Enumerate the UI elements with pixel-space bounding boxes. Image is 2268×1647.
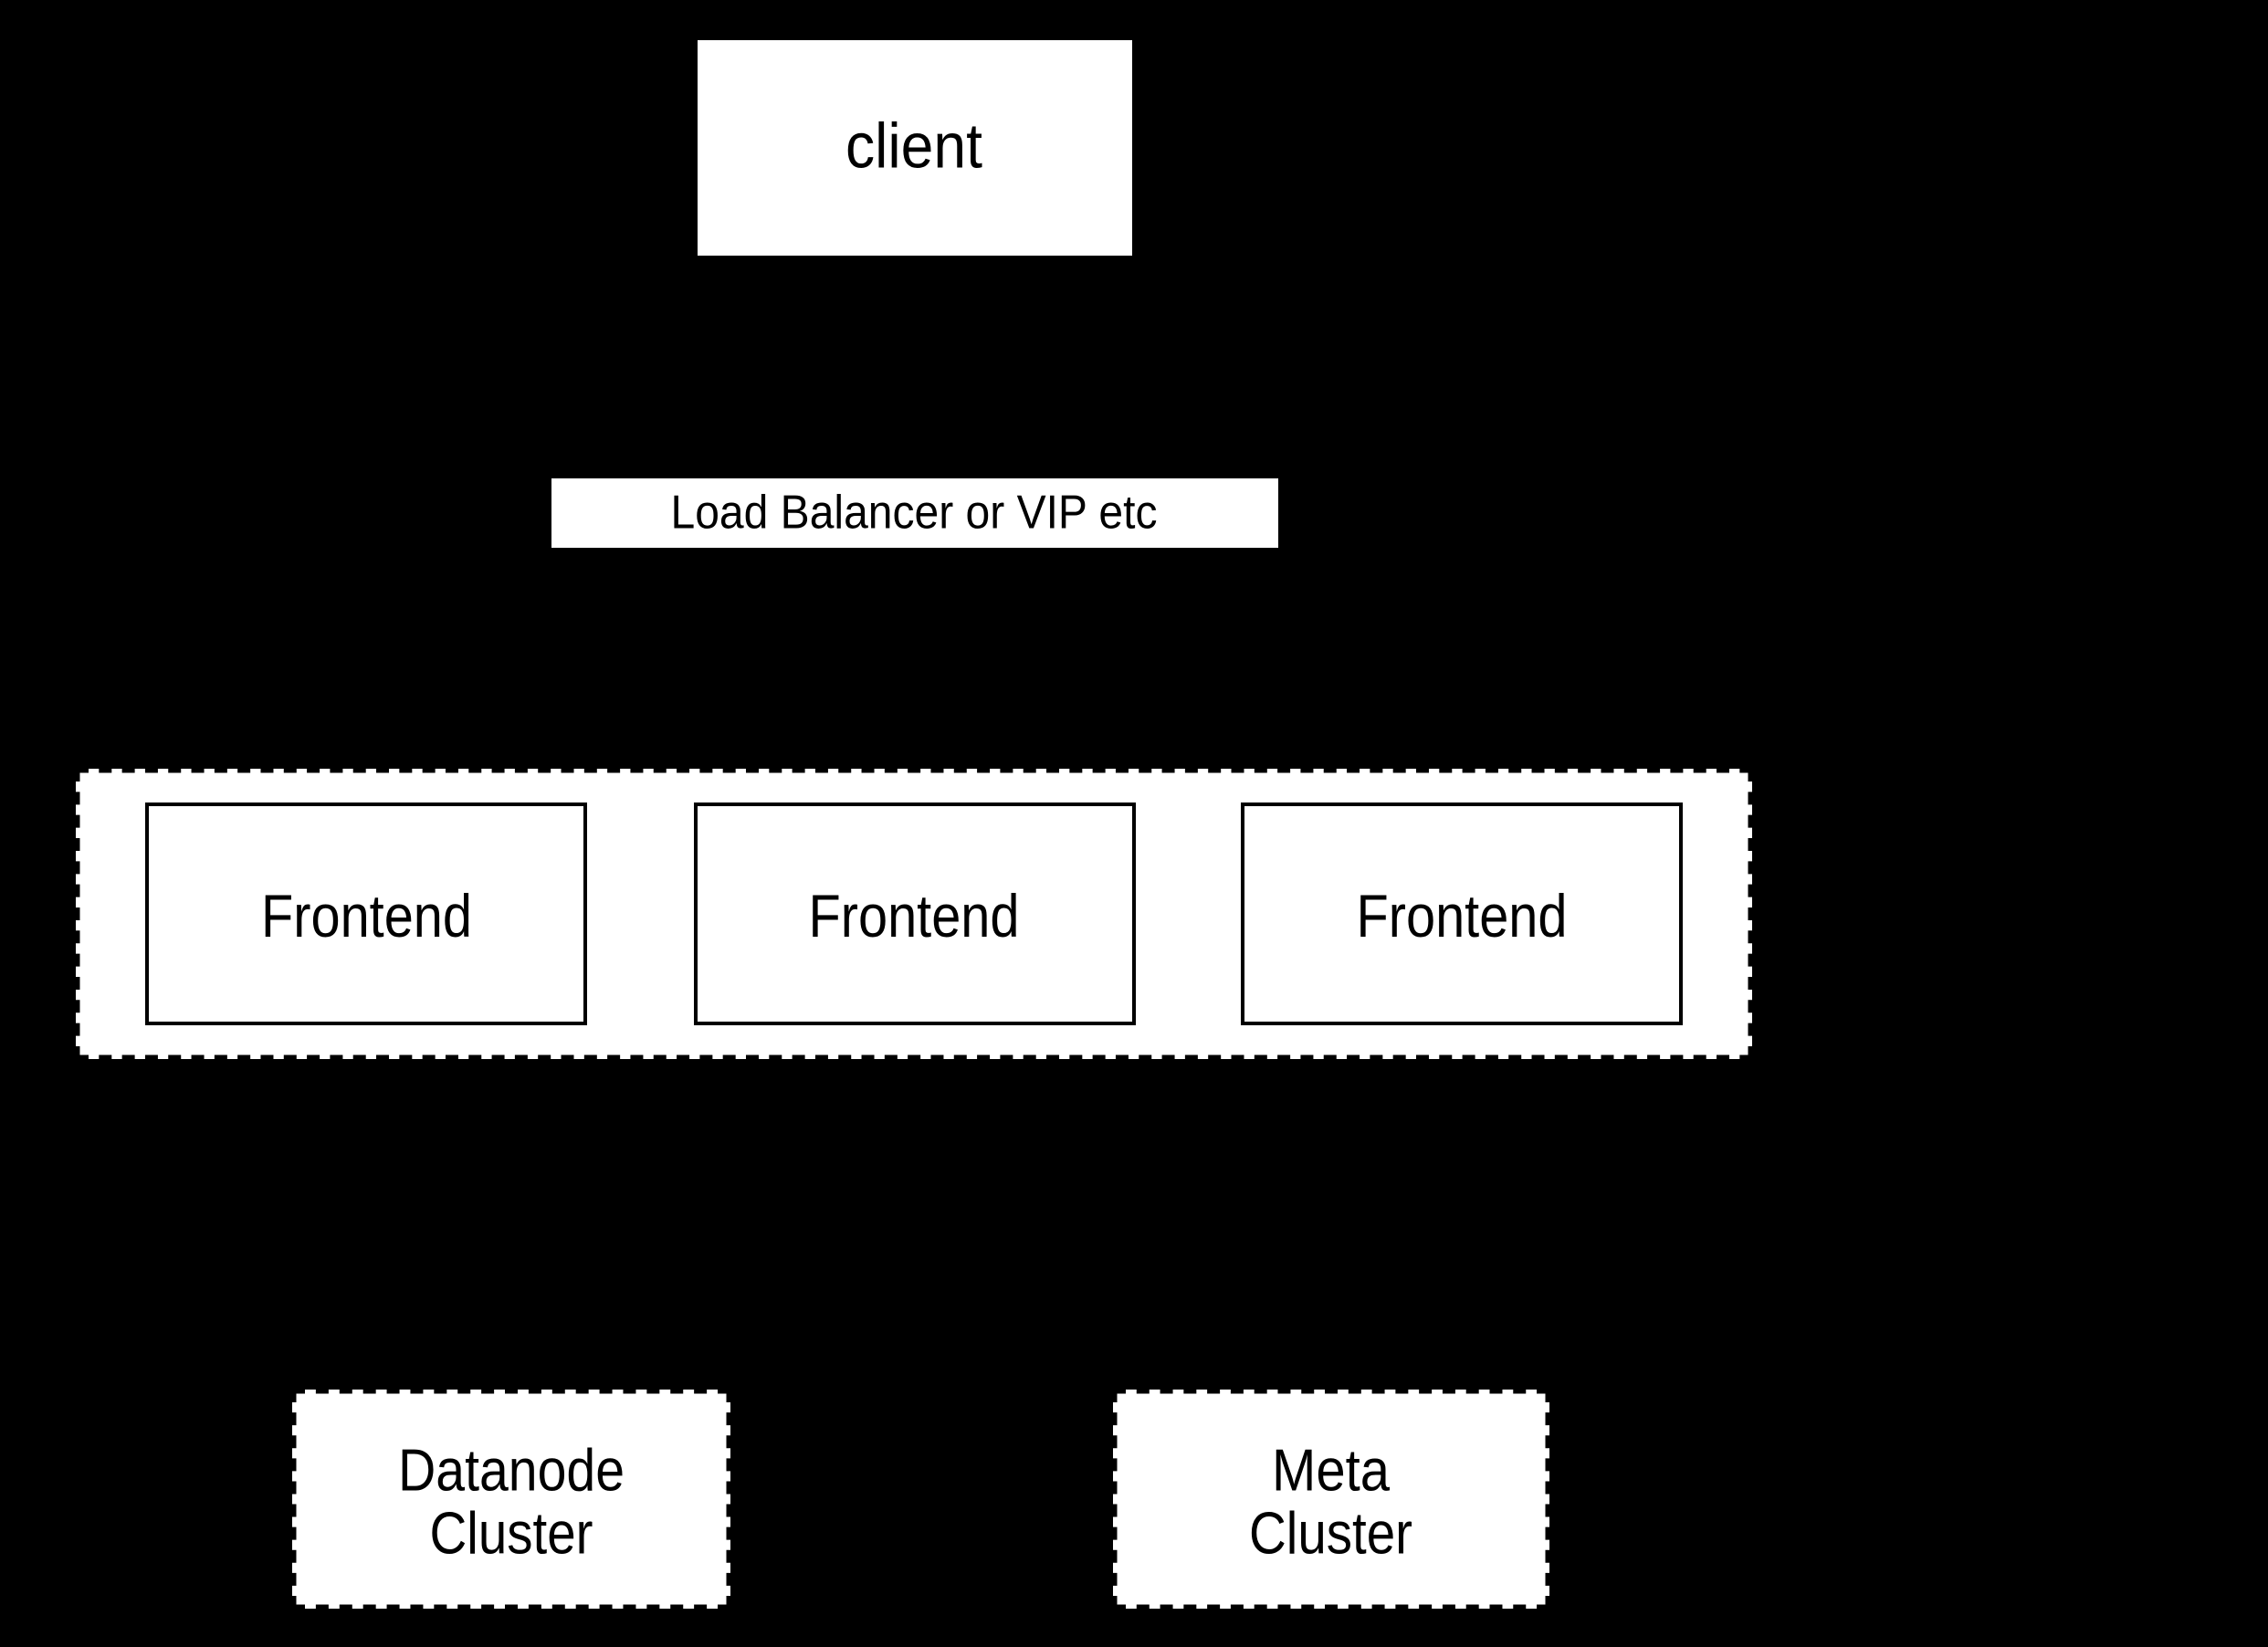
svg-text:Datanode: Datanode: [398, 1438, 625, 1504]
svg-text:client: client: [845, 110, 982, 182]
svg-text:Meta: Meta: [1272, 1438, 1390, 1504]
svg-text:Frontend: Frontend: [809, 882, 1020, 949]
svg-text:Load Balancer or VIP etc: Load Balancer or VIP etc: [671, 486, 1158, 539]
svg-text:Cluster: Cluster: [430, 1501, 593, 1567]
svg-text:Frontend: Frontend: [1357, 882, 1568, 949]
svg-text:Frontend: Frontend: [261, 882, 472, 949]
svg-text:Cluster: Cluster: [1249, 1501, 1412, 1567]
